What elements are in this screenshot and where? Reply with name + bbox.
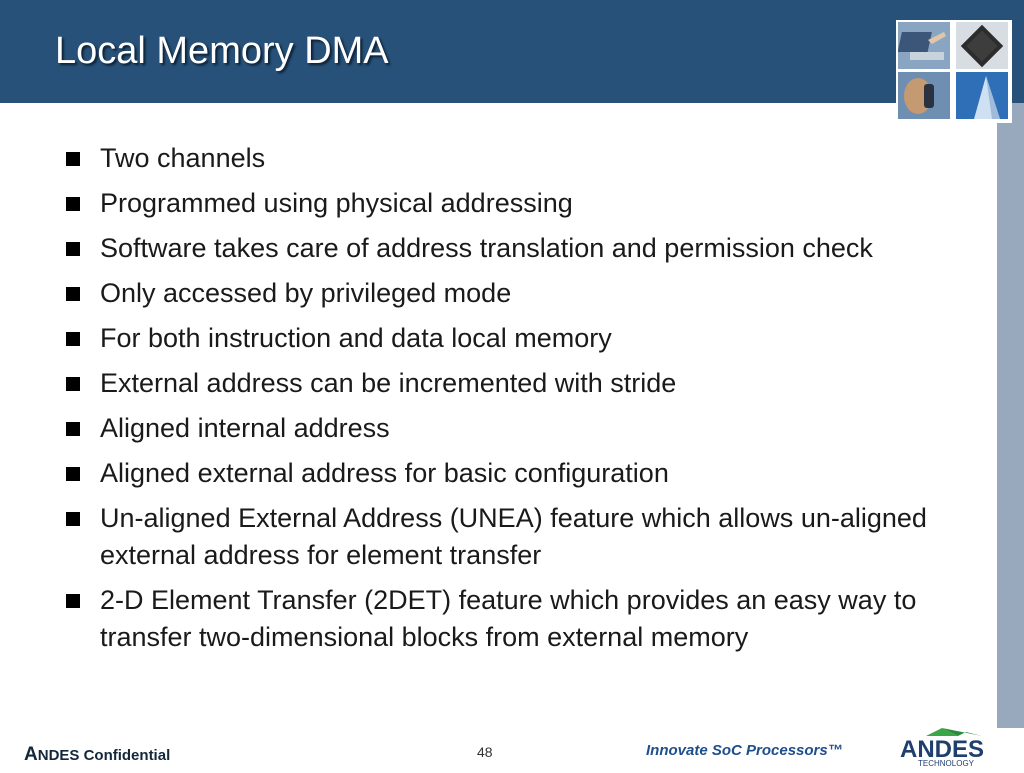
confidential-label: ANDES Confidential (24, 744, 170, 766)
bullet-item: Aligned internal address (66, 410, 966, 447)
square-bullet-icon (66, 332, 80, 346)
bullet-text: 2-D Element Transfer (2DET) feature whic… (100, 585, 917, 652)
bullet-text: Two channels (100, 143, 266, 173)
square-bullet-icon (66, 242, 80, 256)
phone-photo (898, 72, 950, 119)
bullet-item: Two channels (66, 140, 966, 177)
square-bullet-icon (66, 594, 80, 608)
bullet-text: Programmed using physical addressing (100, 188, 573, 218)
square-bullet-icon (66, 287, 80, 301)
laptop-photo (898, 22, 950, 69)
square-bullet-icon (66, 422, 80, 436)
right-stripe (997, 103, 1024, 728)
bullet-item: For both instruction and data local memo… (66, 320, 966, 357)
chip-photo (956, 22, 1008, 69)
square-bullet-icon (66, 377, 80, 391)
square-bullet-icon (66, 467, 80, 481)
bullet-item: Un-aligned External Address (UNEA) featu… (66, 500, 966, 574)
square-bullet-icon (66, 152, 80, 166)
confidential-text: NDES Confidential (37, 747, 171, 764)
title-bar: Local Memory DMA (0, 0, 1024, 103)
building-photo (956, 72, 1008, 119)
square-bullet-icon (66, 197, 80, 211)
square-bullet-icon (66, 512, 80, 526)
bullet-list: Two channels Programmed using physical a… (66, 140, 966, 664)
bullet-item: 2-D Element Transfer (2DET) feature whic… (66, 582, 966, 656)
bullet-text: Only accessed by privileged mode (100, 278, 512, 308)
confidential-initial: A (24, 744, 38, 765)
tagline: Innovate SoC Processors™ (646, 742, 843, 759)
andes-logo: ANDES TECHNOLOGY (896, 726, 996, 768)
logo-wordmark: ANDES (900, 736, 984, 763)
bullet-text: Aligned external address for basic confi… (100, 458, 669, 488)
bullet-item: Only accessed by privileged mode (66, 275, 966, 312)
bullet-text: For both instruction and data local memo… (100, 323, 612, 353)
bullet-item: Programmed using physical addressing (66, 185, 966, 222)
bullet-text: External address can be incremented with… (100, 368, 677, 398)
bullet-item: Software takes care of address translati… (66, 230, 966, 267)
bullet-item: Aligned external address for basic confi… (66, 455, 966, 492)
slide-title: Local Memory DMA (55, 30, 389, 72)
bullet-item: External address can be incremented with… (66, 365, 966, 402)
bullet-text: Un-aligned External Address (UNEA) featu… (100, 503, 927, 570)
logo-subtitle: TECHNOLOGY (918, 759, 975, 768)
image-mosaic (896, 20, 1012, 123)
bullet-text: Aligned internal address (100, 413, 390, 443)
bullet-text: Software takes care of address translati… (100, 233, 873, 263)
page-number: 48 (477, 744, 493, 760)
